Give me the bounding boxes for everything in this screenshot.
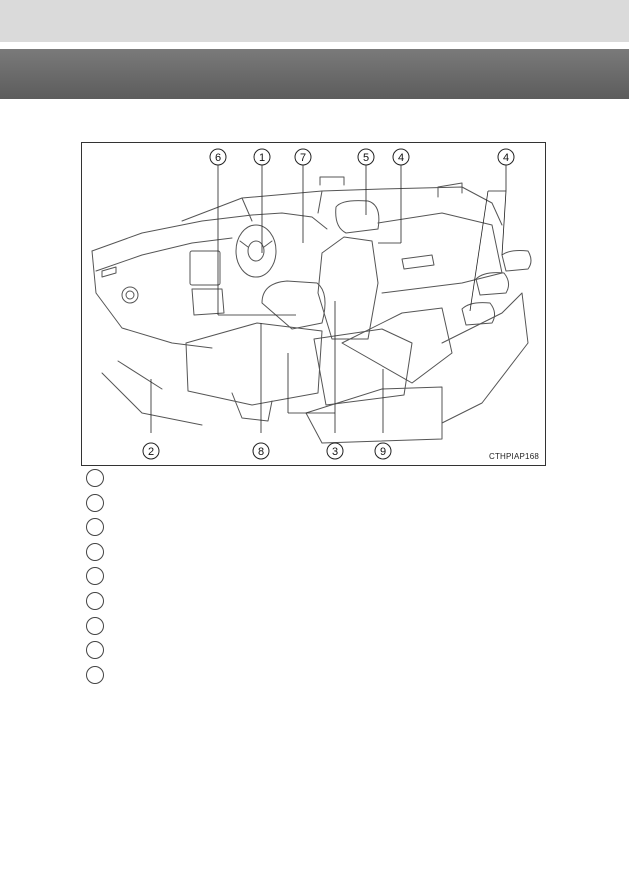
callout-number: 7 — [300, 152, 306, 164]
callout-3: 3 — [326, 442, 344, 460]
callout-number: 8 — [258, 446, 264, 458]
callout-number: 3 — [332, 446, 338, 458]
legend-marker — [86, 518, 104, 537]
callout-number: 4 — [398, 152, 404, 164]
callout-markers: 6 1 7 5 4 4 2 8 3 9 — [142, 148, 515, 460]
callout-number: 4 — [503, 152, 509, 164]
rear-seat-cushion — [305, 386, 443, 444]
legend-marker — [86, 542, 104, 561]
passenger-seat-back — [317, 236, 379, 340]
callout-4: 4 — [497, 148, 515, 166]
driver-seat-cushion — [185, 322, 323, 406]
headrest-front — [335, 200, 380, 234]
dashboard-outline — [91, 212, 328, 252]
callout-number: 2 — [148, 446, 154, 458]
callout-9: 9 — [374, 442, 392, 460]
callout-6: 6 — [209, 148, 227, 166]
callout-1: 1 — [253, 148, 271, 166]
callout-number: 6 — [215, 152, 221, 164]
air-vent — [121, 286, 139, 304]
legend-marker — [86, 567, 104, 586]
callout-2: 2 — [142, 442, 160, 460]
interior-drawing: 6 1 7 5 4 4 2 8 3 9 — [91, 148, 532, 460]
callout-number: 9 — [380, 446, 386, 458]
driver-seat-back — [261, 280, 326, 330]
callout-7: 7 — [294, 148, 312, 166]
legend-marker — [86, 641, 104, 660]
callout-number: 5 — [363, 152, 369, 164]
legend-marker — [86, 493, 104, 512]
callout-5: 5 — [357, 148, 375, 166]
steering-wheel — [235, 224, 277, 278]
callout-8: 8 — [252, 442, 270, 460]
passenger-seat-cushion — [313, 328, 413, 406]
center-display — [189, 250, 221, 286]
legend-marker — [86, 665, 104, 684]
section-title-band — [0, 49, 629, 99]
legend-marker — [86, 469, 104, 487]
callout-4: 4 — [392, 148, 410, 166]
legend-marker — [86, 592, 104, 610]
figure-code: CTHPIAP168 — [488, 452, 539, 461]
interior-illustration: 6 1 7 5 4 4 2 8 3 9 CTHPIAP168 — [81, 142, 546, 466]
callout-number: 1 — [259, 152, 265, 164]
legend-marker — [86, 616, 104, 635]
top-header-band — [0, 0, 629, 42]
rear-seat-back — [441, 292, 529, 424]
